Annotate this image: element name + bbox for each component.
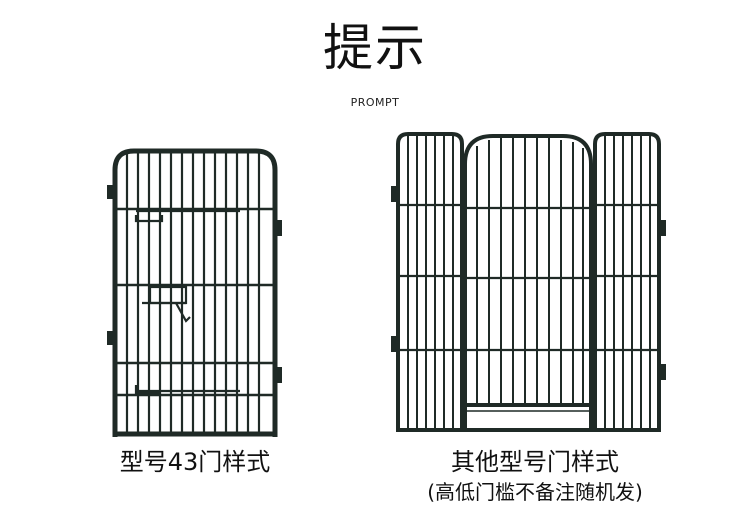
other-models-door-illustration — [391, 132, 666, 432]
right-caption: 其他型号门样式 — [451, 448, 619, 476]
model-43-door-illustration — [107, 148, 282, 437]
page-subtitle: PROMPT — [350, 96, 400, 109]
right-note: (高低门槛不备注随机发) — [427, 480, 643, 504]
page-title: 提示 — [323, 19, 427, 77]
left-caption: 型号43门样式 — [119, 448, 271, 476]
